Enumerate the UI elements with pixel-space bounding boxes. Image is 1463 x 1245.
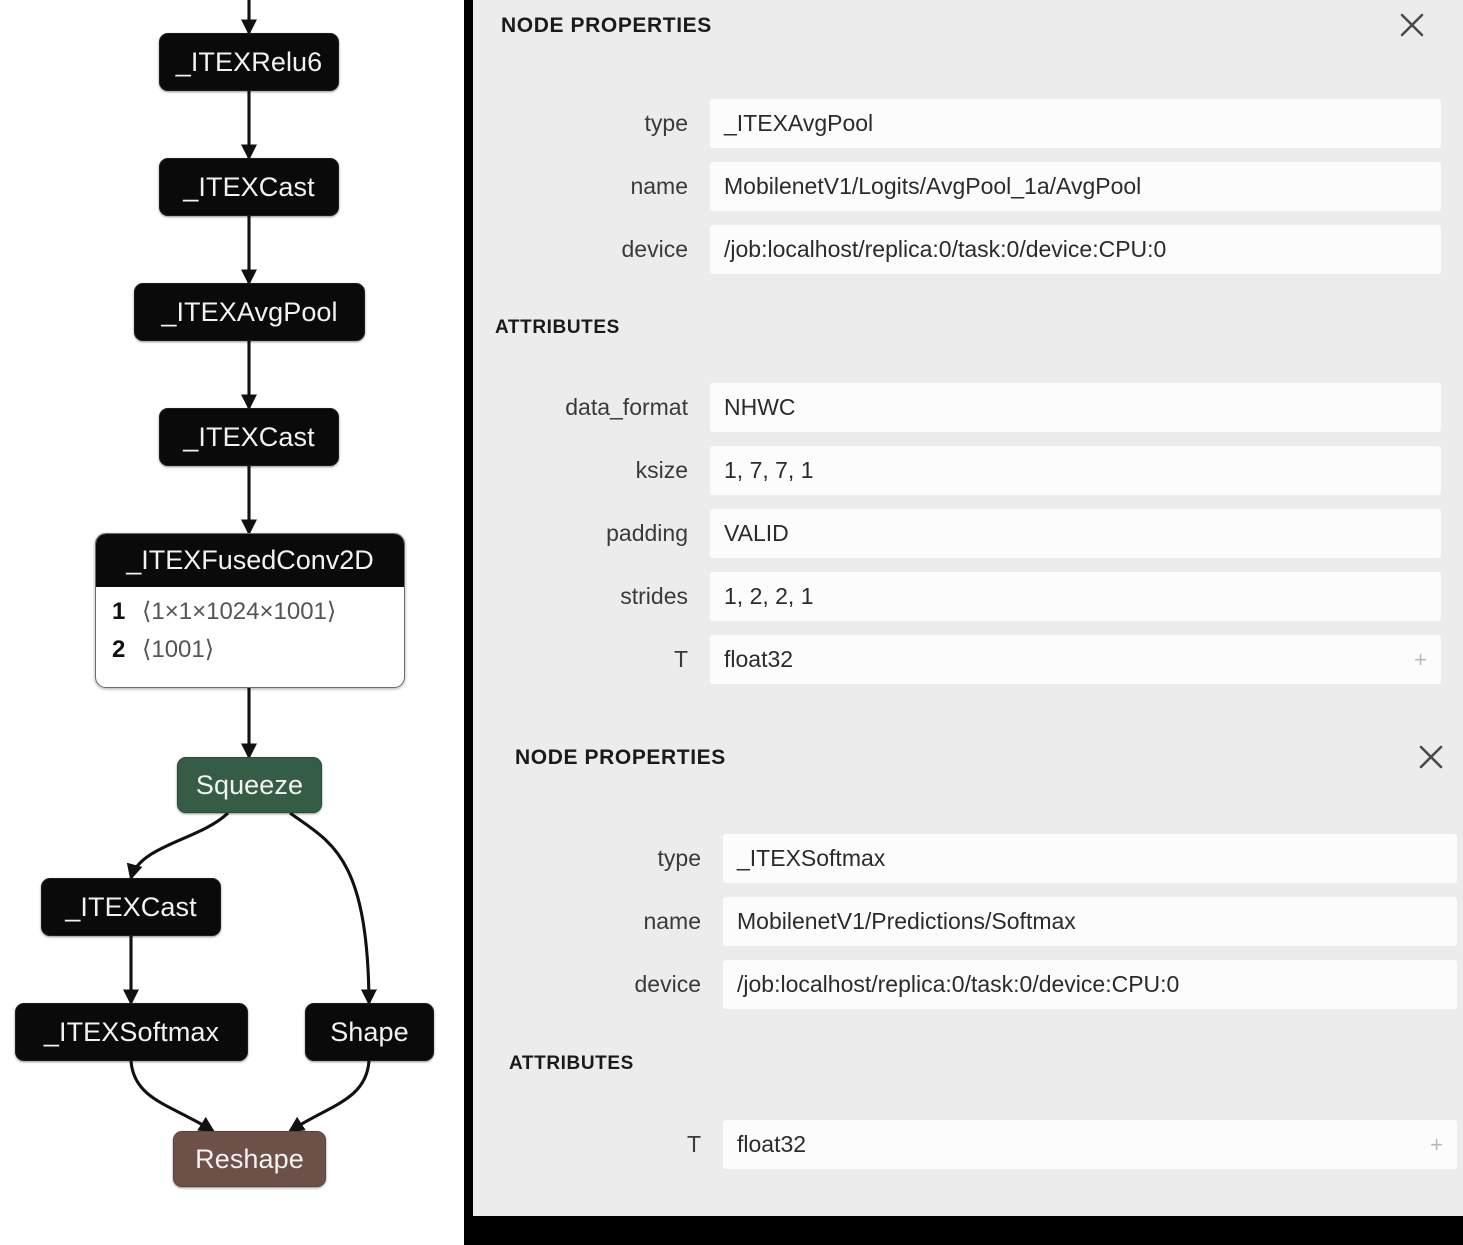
property-value-type[interactable]: _ITEXSoftmax [723, 834, 1457, 883]
property-label: name [630, 173, 688, 199]
panel-title: NODE PROPERTIES [501, 14, 712, 37]
attribute-value-ksize[interactable]: 1, 7, 7, 1 [710, 446, 1441, 495]
attribute-label: T [673, 646, 688, 672]
graph-node-label: Reshape [195, 1143, 304, 1174]
graph-node-label: _ITEXCast [65, 891, 197, 922]
attributes-section-title: ATTRIBUTES [495, 317, 620, 338]
graph-node-header: _ITEXFusedConv2D [96, 534, 404, 587]
attribute-value-data-format[interactable]: NHWC [710, 383, 1441, 432]
graph-node-cast-2[interactable]: _ITEXCast [159, 408, 339, 466]
graph-node-attribute-row: 1 ⟨1×1×1024×1001⟩ [112, 593, 404, 631]
graph-node-attribute-row: 2 ⟨1001⟩ [112, 631, 404, 669]
property-label: type [657, 845, 701, 871]
property-label: type [644, 110, 688, 136]
node-properties-panel-1: NODE PROPERTIES type _ITEXAvgPool name M… [473, 0, 1463, 716]
property-value-type[interactable]: _ITEXAvgPool [710, 99, 1441, 148]
expand-plus-icon[interactable]: + [1414, 647, 1427, 672]
attribute-index: 1 [112, 598, 126, 625]
attribute-label: data_format [565, 394, 688, 420]
attribute-value-t[interactable]: float32 + [710, 635, 1441, 684]
expand-plus-icon[interactable]: + [1430, 1132, 1443, 1157]
property-row-type: type _ITEXSoftmax [473, 834, 1457, 883]
attribute-value-strides[interactable]: 1, 2, 2, 1 [710, 572, 1441, 621]
graph-node-cast-3[interactable]: _ITEXCast [41, 878, 221, 936]
attribute-row-strides: strides 1, 2, 2, 1 [473, 572, 1441, 621]
node-properties-panel-2: NODE PROPERTIES type _ITEXSoftmax name M… [473, 716, 1463, 1216]
graph-node-avgpool[interactable]: _ITEXAvgPool [134, 283, 365, 341]
property-label: device [621, 236, 688, 262]
attribute-label: ksize [635, 457, 688, 483]
property-value-device[interactable]: /job:localhost/replica:0/task:0/device:C… [723, 960, 1457, 1009]
property-row-name: name MobilenetV1/Predictions/Softmax [473, 897, 1457, 946]
graph-node-label: _ITEXCast [183, 421, 315, 452]
graph-canvas[interactable]: _ITEXRelu6 _ITEXCast _ITEXAvgPool _ITEXC… [0, 0, 464, 1245]
property-value-name[interactable]: MobilenetV1/Predictions/Softmax [723, 897, 1457, 946]
close-icon[interactable] [1395, 8, 1429, 42]
attribute-label: padding [606, 520, 688, 546]
graph-node-squeeze[interactable]: Squeeze [177, 757, 322, 813]
node-properties-sidebar: NODE PROPERTIES type _ITEXAvgPool name M… [473, 0, 1463, 1245]
graph-node-label: _ITEXCast [183, 171, 315, 202]
property-label: device [634, 971, 701, 997]
property-value-name[interactable]: MobilenetV1/Logits/AvgPool_1a/AvgPool [710, 162, 1441, 211]
property-row-device: device /job:localhost/replica:0/task:0/d… [473, 225, 1441, 274]
property-row-name: name MobilenetV1/Logits/AvgPool_1a/AvgPo… [473, 162, 1441, 211]
graph-node-fusedconv2d[interactable]: _ITEXFusedConv2D 1 ⟨1×1×1024×1001⟩ 2 ⟨10… [95, 533, 405, 688]
graph-node-shape[interactable]: Shape [305, 1003, 434, 1061]
graph-edges [122, 0, 377, 1133]
attribute-value-text: float32 [737, 1131, 807, 1157]
property-value-device[interactable]: /job:localhost/replica:0/task:0/device:C… [710, 225, 1441, 274]
attribute-shape: ⟨1001⟩ [142, 636, 215, 663]
graph-node-reshape[interactable]: Reshape [173, 1131, 326, 1187]
graph-node-label: Squeeze [195, 769, 304, 800]
graph-node-label: _ITEXAvgPool [161, 296, 338, 327]
attribute-label: T [686, 1131, 701, 1157]
attribute-shape: ⟨1×1×1024×1001⟩ [142, 598, 337, 625]
attribute-row-t: T float32 + [473, 1120, 1457, 1169]
property-label: name [643, 908, 701, 934]
attribute-row-t: T float32 + [473, 635, 1441, 684]
property-row-type: type _ITEXAvgPool [473, 99, 1441, 148]
attribute-label: strides [620, 583, 688, 609]
panel-divider [464, 0, 473, 1245]
attribute-value-t[interactable]: float32 + [723, 1120, 1457, 1169]
attribute-value-text: float32 [724, 646, 794, 672]
attribute-row-data-format: data_format NHWC [473, 383, 1441, 432]
graph-node-label: Shape [330, 1016, 409, 1047]
attributes-section-title: ATTRIBUTES [509, 1053, 634, 1074]
attribute-value-padding[interactable]: VALID [710, 509, 1441, 558]
close-icon[interactable] [1414, 740, 1448, 774]
graph-node-label: _ITEXSoftmax [43, 1016, 220, 1047]
graph-node-relu6[interactable]: _ITEXRelu6 [159, 33, 339, 91]
property-row-device: device /job:localhost/replica:0/task:0/d… [473, 960, 1457, 1009]
attribute-index: 2 [112, 636, 126, 663]
attribute-row-padding: padding VALID [473, 509, 1441, 558]
graph-node-attribute-list: 1 ⟨1×1×1024×1001⟩ 2 ⟨1001⟩ [96, 587, 404, 677]
graph-node-label: _ITEXRelu6 [175, 46, 323, 77]
attribute-row-ksize: ksize 1, 7, 7, 1 [473, 446, 1441, 495]
graph-node-softmax[interactable]: _ITEXSoftmax [15, 1003, 248, 1061]
graph-node-cast-1[interactable]: _ITEXCast [159, 158, 339, 216]
panel-title: NODE PROPERTIES [515, 746, 726, 769]
